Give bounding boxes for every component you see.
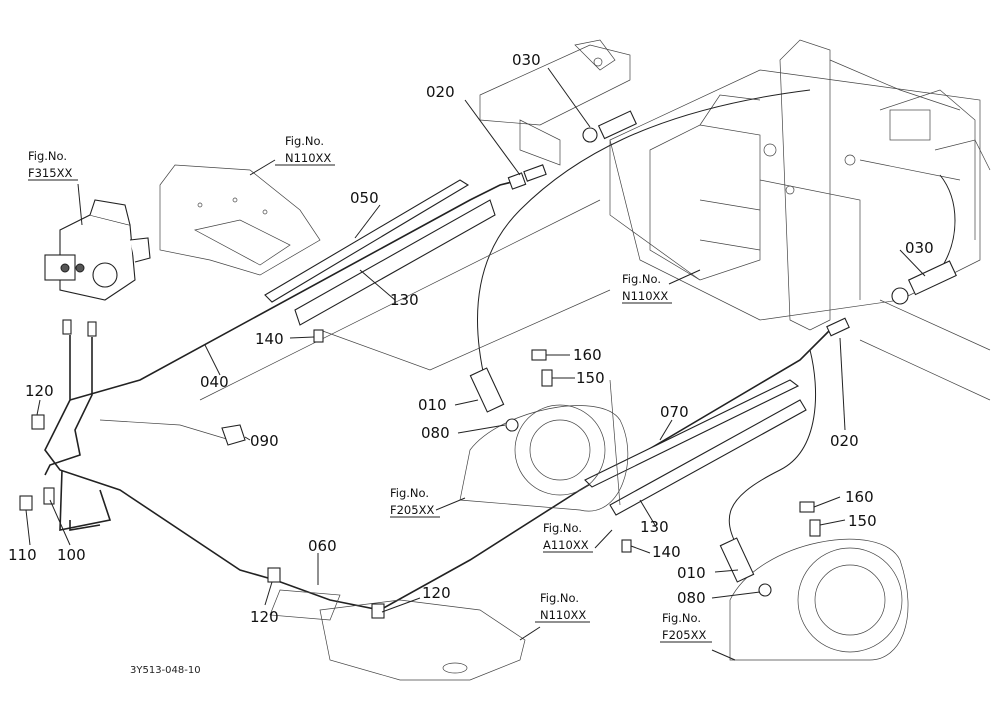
floor-plate-left [159,164,321,276]
figref-a110-code: A110XX [543,538,589,552]
drawing-code: 3Y513-048-10 [130,665,201,676]
figref-f315-label: Fig.No. [28,149,67,163]
floor-plate-bottom [269,589,526,681]
part-label-030-right: 030 [905,239,934,257]
part-label-130-top: 130 [390,291,419,309]
part-label-030-top: 030 [512,51,541,69]
figref-n110-top-label: Fig.No. [285,134,324,148]
figref-f315-code: F315XX [28,166,72,180]
control-valve [44,199,151,337]
part-label-160-bottom: 160 [845,488,874,506]
part-label-080-right: 080 [677,589,706,607]
figref-n110-bottom-label: Fig.No. [540,591,579,605]
leader-lines [99,199,621,506]
part-label-120-left: 120 [25,382,54,400]
part-label-100: 100 [57,546,86,564]
part-label-150-top: 150 [576,369,605,387]
part-leaders [25,67,926,661]
part-label-110: 110 [8,546,37,564]
figref-n110-mid-label: Fig.No. [622,272,661,286]
figref-n110-bottom: Fig.No. N110XX [535,591,590,623]
figref-f205-left-label: Fig.No. [390,486,429,500]
part-label-010-right: 010 [677,564,706,582]
part-label-120-bottom-right: 120 [422,584,451,602]
part-label-130-bottom: 130 [640,518,669,536]
guide-070-130-lower [584,379,807,516]
hose-010-right [728,174,956,561]
figref-f205-right-label: Fig.No. [662,611,701,625]
figref-n110-mid-code: N110XX [622,289,668,303]
part-label-040: 040 [200,373,229,391]
part-label-140-bottom: 140 [652,543,681,561]
figref-f315: Fig.No. F315XX [28,149,78,181]
figref-n110-mid: Fig.No. N110XX [622,272,672,304]
tractor-frame [609,39,991,401]
part-label-090: 090 [250,432,279,450]
part-label-010-left: 010 [418,396,447,414]
wheel-hub-left [459,404,629,512]
part-label-120-bottom-left: 120 [250,608,279,626]
part-label-080-left: 080 [421,424,450,442]
guide-050-130-upper [264,179,496,326]
figref-f205-right-code: F205XX [662,628,706,642]
figref-a110: Fig.No. A110XX [543,521,593,553]
figref-n110-bottom-code: N110XX [540,608,586,622]
part-label-070: 070 [660,403,689,421]
part-label-060: 060 [308,537,337,555]
figref-n110-top: Fig.No. N110XX [275,134,335,166]
fittings [19,110,957,619]
figure-references: Fig.No. F315XX Fig.No. N110XX Fig.No. N1… [28,134,712,643]
figref-a110-label: Fig.No. [543,521,582,535]
part-label-020-top: 020 [426,83,455,101]
hose-010-left [477,89,811,401]
part-label-020-right: 020 [830,432,859,450]
part-label-160-top: 160 [573,346,602,364]
figref-f205-left-code: F205XX [390,503,434,517]
wheel-hub-right [729,538,909,661]
part-label-140-top: 140 [255,330,284,348]
part-label-150-bottom: 150 [848,512,877,530]
figref-n110-top-code: N110XX [285,151,331,165]
pipe-060 [59,469,112,531]
part-label-050: 050 [350,189,379,207]
figref-f205-left: Fig.No. F205XX [390,486,440,518]
part-labels: 020 030 050 130 140 040 010 080 160 150 … [8,51,934,626]
figref-f205-right: Fig.No. F205XX [660,611,712,643]
